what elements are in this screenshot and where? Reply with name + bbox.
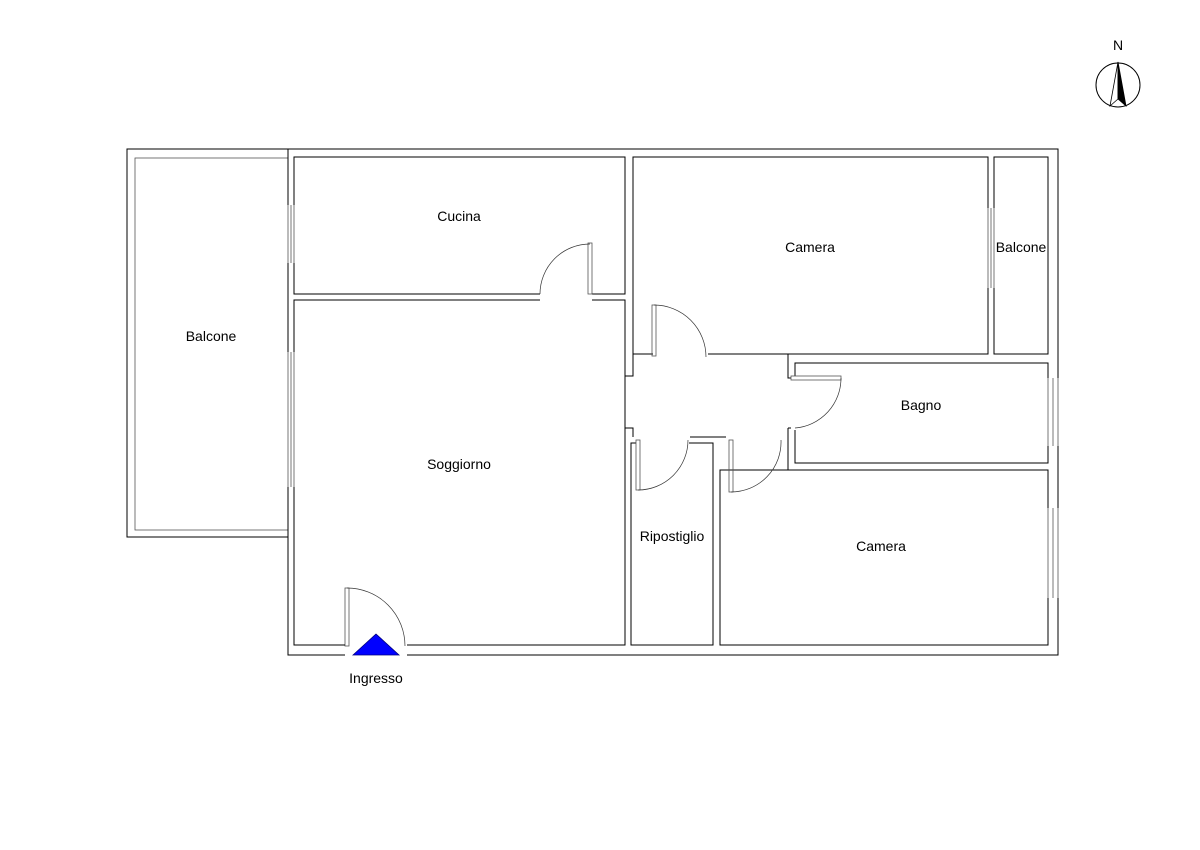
corridor-walls — [625, 354, 795, 438]
label-soggiorno: Soggiorno — [427, 456, 491, 472]
doors — [288, 242, 1058, 658]
outer-walls — [287, 148, 1059, 656]
label-ripostiglio: Ripostiglio — [640, 528, 705, 544]
windows — [285, 205, 1061, 598]
north-bedroom-walls — [632, 156, 989, 355]
compass-north-label: N — [1113, 37, 1123, 53]
label-ingresso: Ingresso — [349, 670, 403, 686]
compass: N — [1095, 37, 1141, 108]
label-cucina: Cucina — [437, 208, 481, 224]
bathroom-walls — [787, 362, 1049, 471]
kitchen-walls — [293, 156, 626, 295]
north-arrow-icon — [1095, 61, 1141, 108]
label-bagno: Bagno — [901, 397, 942, 413]
label-balcone-east: Balcone — [996, 239, 1047, 255]
storage-walls — [630, 442, 714, 646]
label-camera-north: Camera — [785, 239, 835, 255]
label-camera-south: Camera — [856, 538, 906, 554]
label-balcone-west: Balcone — [186, 328, 237, 344]
south-bedroom-walls — [719, 469, 1049, 646]
entrance-marker-icon — [351, 633, 401, 656]
east-balcony-walls — [993, 156, 1049, 355]
living-room-walls — [293, 299, 626, 646]
